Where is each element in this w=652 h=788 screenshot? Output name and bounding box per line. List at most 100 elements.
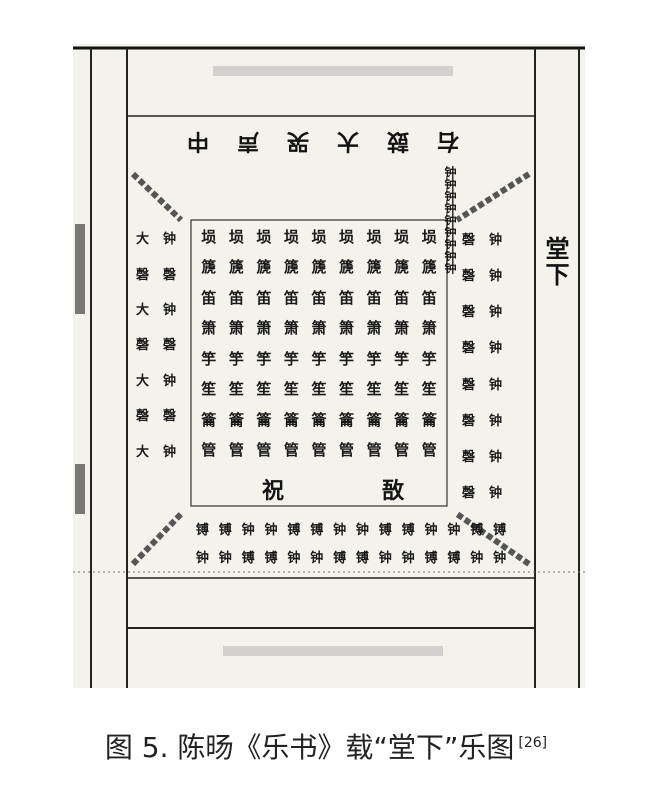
inner-grid-char: 箫 — [366, 319, 382, 338]
top-title-char: 声 — [236, 128, 259, 154]
inner-grid-char: 笛 — [421, 288, 437, 307]
top-band-char: 钟 — [443, 202, 457, 214]
bottom-bell-char: 钟 — [401, 550, 415, 566]
inner-grid-char: 篪 — [339, 258, 355, 277]
left-column-char: 钟 — [162, 303, 176, 319]
inner-grid-char: 籥 — [421, 410, 437, 429]
right-column-char: 磬 — [461, 413, 475, 429]
bottom-bell-char: 镈 — [218, 522, 232, 538]
inner-grid-char: 竽 — [201, 349, 217, 368]
top-band-char: 钟 — [443, 190, 457, 202]
inner-grid-char: 竽 — [366, 349, 382, 368]
figure-caption: 图 5. 陈旸《乐书》载“堂下”乐图[26] — [0, 726, 652, 766]
inner-grid-char: 笙 — [366, 380, 382, 399]
inner-grid-char: 篪 — [394, 258, 410, 277]
bottom-bell-char: 钟 — [287, 550, 301, 566]
inner-grid-char: 笛 — [366, 288, 382, 307]
inner-grid-char: 管 — [256, 441, 272, 460]
left-column-char: 磬 — [162, 409, 176, 425]
inner-grid-char: 笛 — [311, 288, 327, 307]
inner-grid-char: 籥 — [283, 410, 299, 429]
inner-grid-char: 箫 — [394, 319, 410, 338]
bottom-bell-char: 钟 — [241, 522, 255, 538]
right-column-char: 钟 — [488, 232, 502, 248]
smudge-bottom — [223, 646, 443, 656]
inner-grid-char: 笙 — [311, 380, 327, 399]
inner-grid-char: 管 — [283, 441, 299, 460]
bottom-bell-char: 钟 — [333, 522, 347, 538]
bottom-bell-char: 镈 — [401, 522, 415, 538]
bottom-bell-char: 镈 — [447, 550, 461, 566]
inner-grid-char: 竽 — [228, 349, 244, 368]
bottom-title-char: 祝 — [261, 478, 284, 504]
top-title-char: 鼓 — [386, 128, 409, 154]
inner-grid-char: 管 — [201, 441, 217, 460]
inner-grid-char: 箫 — [256, 319, 272, 338]
inner-grid-char: 竽 — [339, 349, 355, 368]
inner-instrument-grid: 埙埙埙埙埙埙埙埙埙篪篪篪篪篪篪篪篪篪笛笛笛笛笛笛笛笛笛箫箫箫箫箫箫箫箫箫竽竽竽竽… — [195, 222, 443, 466]
inner-grid-char: 篪 — [421, 258, 437, 277]
inner-grid-char: 箫 — [201, 319, 217, 338]
inner-grid-char: 管 — [366, 441, 382, 460]
bottom-bell-glyphs: 镈镈钟钟镈镈钟钟镈镈钟钟镈镈钟钟镈镈钟钟镈镈钟钟镈镈钟钟 — [191, 516, 511, 572]
inner-grid-char: 篪 — [256, 258, 272, 277]
inner-grid-char: 篪 — [228, 258, 244, 277]
inner-grid-char: 竽 — [421, 349, 437, 368]
bottom-bell-char: 镈 — [287, 522, 301, 538]
bottom-bell-char: 钟 — [355, 522, 369, 538]
left-column-glyphs: 大钟磬磬大钟磬磬大钟磬磬大钟 — [129, 222, 183, 470]
right-column-char: 磬 — [461, 232, 475, 248]
right-column-char: 钟 — [488, 486, 502, 502]
right-column-char: 钟 — [488, 305, 502, 321]
inner-grid-char: 篪 — [366, 258, 382, 277]
inner-box — [190, 219, 448, 507]
corner-bottom-right — [455, 511, 531, 567]
right-column-char: 磬 — [461, 377, 475, 393]
bottom-bell-char: 钟 — [447, 522, 461, 538]
scanned-figure: 堂下 中声哭大鼓右 钟钟钟钟钟钟钟钟钟 埙埙埙埙埙埙埙埙埙篪篪篪篪篪篪篪篪篪笛笛… — [73, 44, 585, 688]
corner-bottom-left — [130, 511, 184, 567]
inner-grid-char: 埙 — [421, 227, 437, 246]
top-title-char: 右 — [436, 128, 459, 154]
bottom-bell-char: 镈 — [493, 522, 507, 538]
inner-grid-char: 竽 — [394, 349, 410, 368]
bottom-bell-char: 镈 — [378, 522, 392, 538]
top-band-char: 钟 — [443, 262, 457, 274]
smudge-top — [213, 66, 453, 76]
inner-grid-char: 笛 — [283, 288, 299, 307]
side-label-tangxia: 堂下 — [541, 236, 570, 288]
top-title-char: 中 — [186, 128, 209, 154]
margin-mark-left-lower — [75, 464, 85, 514]
inner-grid-char: 埙 — [201, 227, 217, 246]
inner-grid-char: 籥 — [311, 410, 327, 429]
top-band-char: 钟 — [443, 226, 457, 238]
inner-grid-char: 竽 — [256, 349, 272, 368]
inner-grid-char: 笛 — [201, 288, 217, 307]
top-title-char: 大 — [336, 128, 359, 154]
inner-grid-char: 箫 — [339, 319, 355, 338]
left-column-char: 磬 — [135, 267, 149, 283]
right-column-char: 钟 — [488, 268, 502, 284]
left-column-char: 磬 — [135, 338, 149, 354]
left-column-char: 大 — [135, 373, 149, 389]
inner-grid-char: 管 — [394, 441, 410, 460]
left-column-char: 大 — [135, 232, 149, 248]
bottom-bell-char: 镈 — [424, 550, 438, 566]
right-column-char: 磬 — [461, 268, 475, 284]
inner-grid-char: 箫 — [228, 319, 244, 338]
bottom-bell-char: 钟 — [424, 522, 438, 538]
bottom-bell-char: 钟 — [218, 550, 232, 566]
top-band-char: 钟 — [443, 250, 457, 262]
bottom-bell-char: 钟 — [378, 550, 392, 566]
right-column-char: 钟 — [488, 377, 502, 393]
inner-grid-char: 埙 — [256, 227, 272, 246]
inner-grid-char: 埙 — [394, 227, 410, 246]
inner-grid-char: 管 — [421, 441, 437, 460]
right-column-char: 钟 — [488, 450, 502, 466]
left-column-char: 大 — [135, 303, 149, 319]
inner-grid-char: 篪 — [283, 258, 299, 277]
left-column-char: 磬 — [162, 267, 176, 283]
margin-mark-left — [75, 224, 85, 314]
bottom-bell-char: 钟 — [470, 550, 484, 566]
top-band-glyphs: 钟钟钟钟钟钟钟钟钟 — [188, 166, 457, 274]
